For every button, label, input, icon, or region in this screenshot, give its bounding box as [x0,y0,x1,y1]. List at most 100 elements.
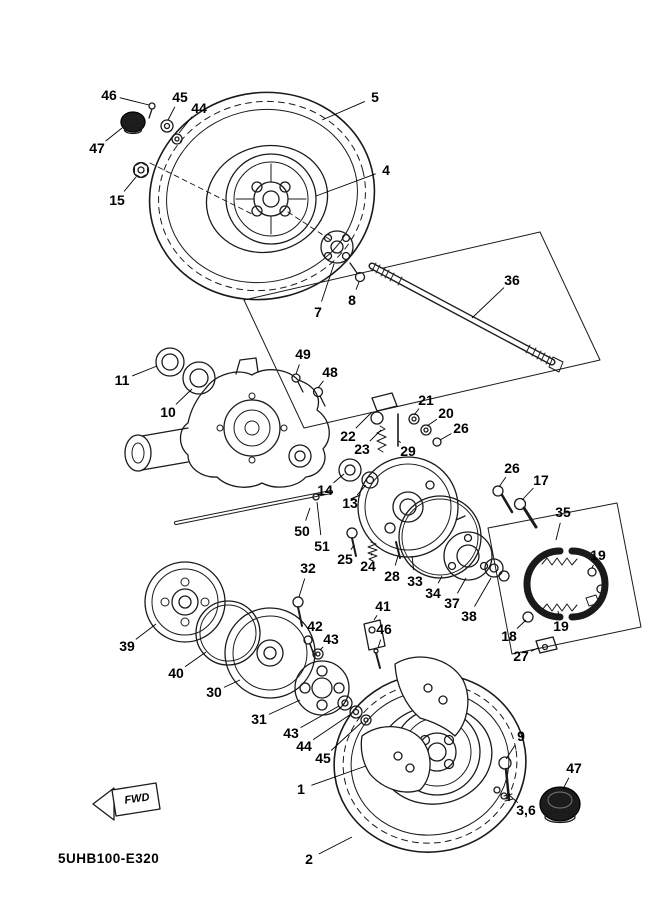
callout-label-45: 45 [315,750,331,766]
callout-leader-11 [132,365,158,377]
callout-label-50: 50 [294,523,310,539]
callout-leader-19 [591,564,594,569]
callout-leader-45 [330,721,363,751]
callout-label-20: 20 [438,405,454,421]
callout-label-46: 46 [101,87,117,103]
callout-leader-29 [398,440,401,444]
callout-label-24: 24 [360,558,376,574]
drum-and-hub-group [144,561,372,726]
callout-leader-30 [223,679,241,688]
callout-leader-27 [530,647,539,652]
brake-shoe-kit [487,502,642,655]
callout-leader-45 [167,106,176,121]
callout-leader-44 [312,713,352,741]
brake-backing-plate [350,456,510,582]
callout-label-7: 7 [314,304,322,320]
callout-leader-26 [498,476,507,488]
callout-leader-19 [557,610,560,616]
callout-label-5: 5 [371,89,379,105]
wheel-hub-flange [320,230,366,283]
callout-label-19: 19 [590,547,606,563]
bottom-axle-cap [539,786,581,824]
callout-leader-15 [123,176,137,192]
callout-label-33: 33 [407,573,423,589]
callout-leader-46 [119,97,150,106]
callout-label-26: 26 [504,460,520,476]
callout-leader-47 [105,127,123,142]
callout-leader-18 [516,619,527,629]
callout-label-42: 42 [307,618,323,634]
callout-label-19: 19 [553,618,569,634]
diagram-code: 5UHB100-E320 [58,851,159,866]
callout-label-11: 11 [115,372,130,388]
callout-label-13: 13 [342,495,358,511]
callout-leader-43 [300,705,340,728]
callout-leader-26 [439,433,452,441]
brake-cam-parts [370,392,442,453]
callout-label-44: 44 [296,738,312,754]
callout-leader-17 [521,487,534,501]
callout-leader-31 [268,699,301,715]
callout-leader-37 [457,577,467,594]
rear-axle-assembly [243,231,601,429]
callout-label-23: 23 [354,441,370,457]
callout-label-14: 14 [317,482,333,498]
callout-label-3,6: 3,6 [516,802,536,818]
callout-label-47: 47 [566,760,582,776]
callout-label-31: 31 [251,711,267,727]
callout-leader-32 [298,578,306,598]
callout-leader-35 [555,522,561,541]
callout-leader-48 [317,380,324,389]
callout-label-28: 28 [384,568,400,584]
mount-bolts [492,485,538,529]
fwd-label: FWD [124,791,151,806]
callout-leader-47 [562,777,570,790]
callout-leader-14 [333,473,345,484]
callout-label-29: 29 [400,443,416,459]
callout-leader-40 [184,651,207,668]
callout-leader-10 [175,388,193,405]
callout-leader-21 [413,408,420,416]
callout-label-43: 43 [323,631,339,647]
callout-label-38: 38 [461,608,477,624]
callout-leader-38 [474,577,492,607]
callout-label-47: 47 [89,140,105,156]
callout-label-10: 10 [160,404,176,420]
callout-leader-41 [373,615,378,621]
callout-leader-49 [295,364,300,375]
callout-label-8: 8 [348,292,356,308]
callout-label-22: 22 [340,428,356,444]
callout-leader-25 [350,544,355,550]
callout-label-35: 35 [555,504,571,520]
callout-label-9: 9 [517,728,525,744]
callout-leader-9 [505,744,516,760]
top-wheel [148,91,376,301]
callout-leader-8 [355,281,360,290]
callout-label-26: 26 [453,420,469,436]
callout-label-17: 17 [533,472,549,488]
callout-label-32: 32 [300,560,316,576]
callout-label-30: 30 [206,684,222,700]
callout-leader-33 [411,555,415,571]
callout-label-27: 27 [513,648,529,664]
callout-label-1: 1 [297,781,305,797]
callout-leader-34 [437,575,443,584]
callout-label-21: 21 [418,392,434,408]
callout-label-49: 49 [295,346,311,362]
callout-label-44: 44 [191,100,207,116]
callout-leader-3,6 [507,793,519,804]
callout-leader-5 [321,100,366,121]
callout-label-37: 37 [444,595,460,611]
callout-label-46: 46 [376,621,392,637]
callout-label-36: 36 [504,272,520,288]
callout-label-43: 43 [283,725,299,741]
callout-leader-43 [319,646,324,651]
callout-leader-50 [305,507,311,521]
breather-pipe [174,490,333,525]
callout-label-4: 4 [382,162,390,178]
small-fasteners [292,596,386,669]
callout-label-18: 18 [501,628,517,644]
callout-label-2: 2 [305,851,313,867]
callout-label-51: 51 [314,538,330,554]
